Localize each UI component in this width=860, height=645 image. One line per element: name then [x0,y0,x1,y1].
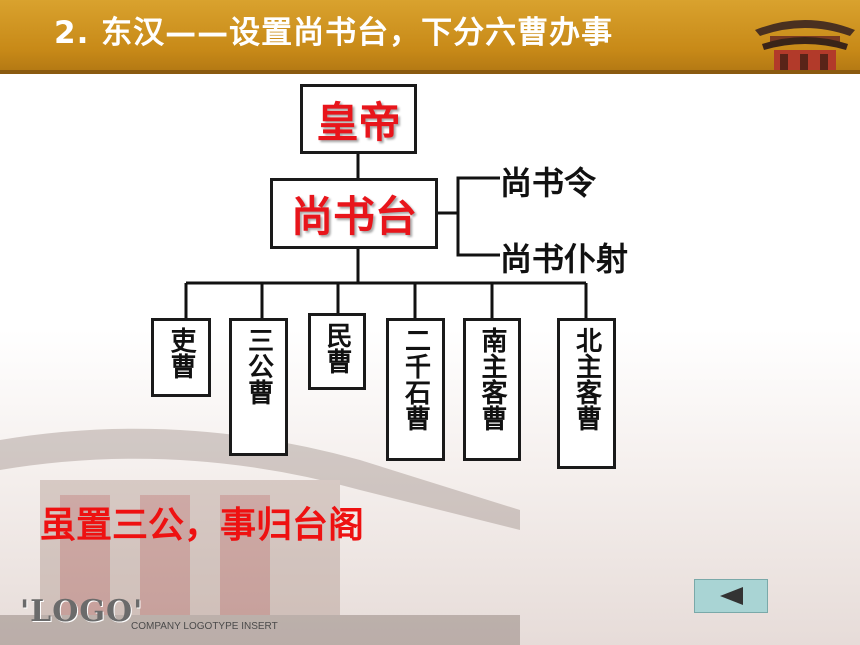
title-bar: 2. 东汉——设置尚书台，下分六曹办事 [0,0,860,72]
department-label: 民曹 [322,322,352,374]
department-box: 三公曹 [229,318,288,456]
triangle-left-icon [720,587,743,605]
department-label: 南主客曹 [477,327,507,431]
logo-tagline: COMPANY LOGOTYPE INSERT [131,621,278,632]
department-label: 三公曹 [243,327,274,405]
back-button[interactable] [694,579,768,613]
side-official-1: 尚书令 [500,164,597,202]
connector-to-side-1 [437,176,500,215]
department-label: 北主客曹 [571,327,602,431]
department-label: 二千石曹 [400,327,431,431]
department-box: 二千石曹 [386,318,445,461]
shangshutai-box: 尚书台 [270,178,438,249]
side-official-2: 尚书仆射 [500,240,629,278]
title-underline [0,70,860,74]
pavilion-icon [755,20,855,72]
department-box: 民曹 [308,313,366,390]
shangshutai-label: 尚书台 [290,192,417,241]
company-logo: 'LOGO' [20,594,144,629]
department-box: 南主客曹 [463,318,521,461]
summary-slogan: 虽置三公，事归台阁 [40,505,365,546]
department-label: 吏曹 [166,327,196,379]
emperor-label: 皇帝 [316,97,401,147]
slide-title: 2. 东汉——设置尚书台，下分六曹办事 [54,15,614,51]
connector-to-side-2 [437,211,500,257]
emperor-box: 皇帝 [300,84,417,154]
department-box: 吏曹 [151,318,211,397]
background-palace-illustration [0,428,520,645]
department-box: 北主客曹 [557,318,616,469]
